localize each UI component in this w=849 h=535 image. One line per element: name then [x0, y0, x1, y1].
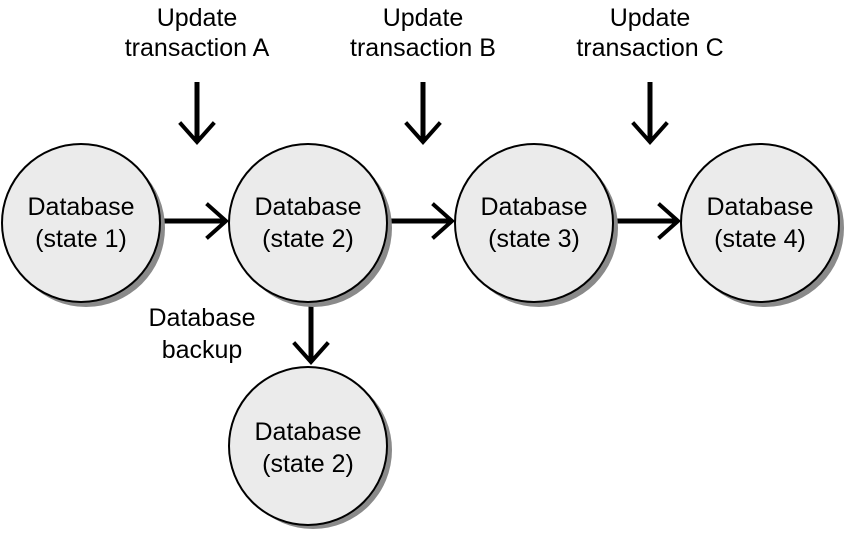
node-circle: [228, 143, 388, 303]
transaction-c-arrow: [631, 82, 669, 146]
backup-arrow: [292, 300, 330, 366]
node-1-line2: (state 1): [35, 225, 127, 253]
backup-label-line1: Database: [148, 304, 255, 332]
node-circle: [1, 143, 161, 303]
transaction-b-label: Update transaction B: [350, 4, 496, 62]
database-state-3-node: Database (state 3): [454, 143, 618, 307]
transaction-a-arrow: [178, 82, 216, 146]
node-circle: [228, 366, 388, 526]
transaction-b-line2: transaction B: [350, 34, 496, 62]
node-4-line1: Database: [706, 193, 813, 221]
transaction-b-arrow: [404, 82, 442, 146]
transaction-c-label: Update transaction C: [576, 4, 723, 62]
node-2-line1: Database: [254, 193, 361, 221]
arrow-state2-to-state3: [387, 202, 456, 240]
arrow-state1-to-state2: [160, 202, 230, 240]
transaction-c-line1: Update: [610, 4, 691, 32]
database-state-4-node: Database (state 4): [680, 143, 844, 307]
database-state-2-node: Database (state 2): [228, 143, 392, 307]
arrow-state3-to-state4: [613, 202, 682, 240]
node-circle: [680, 143, 840, 303]
backup-label-line2: backup: [162, 336, 243, 364]
node-4-line2: (state 4): [714, 225, 806, 253]
transaction-a-line2: transaction A: [125, 34, 270, 62]
database-backup-state-2-node: Database (state 2): [228, 366, 392, 529]
transaction-c-line2: transaction C: [576, 34, 723, 62]
node-circle: [454, 143, 614, 303]
node-3-line2: (state 3): [488, 225, 580, 253]
node-1-line1: Database: [27, 193, 134, 221]
node-5-line2: (state 2): [262, 450, 354, 478]
node-3-line1: Database: [480, 193, 587, 221]
backup-label: Database backup: [148, 304, 255, 364]
transaction-b-line1: Update: [383, 4, 464, 32]
database-state-1-node: Database (state 1): [1, 143, 165, 307]
transaction-a-label: Update transaction A: [125, 4, 270, 62]
node-5-line1: Database: [254, 418, 361, 446]
node-2-line2: (state 2): [262, 225, 354, 253]
transaction-a-line1: Update: [157, 4, 238, 32]
